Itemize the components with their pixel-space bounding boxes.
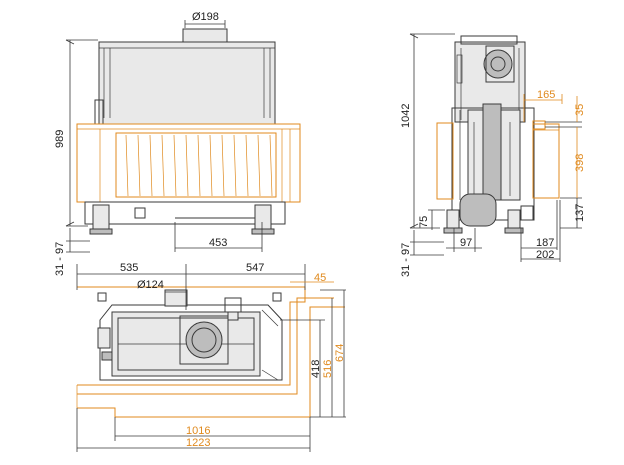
top-dim-1223-label: 1223 — [186, 437, 210, 449]
side-frame-right — [532, 123, 560, 199]
side-dim-97-label: 97 — [460, 237, 472, 249]
side-dim-137-label: 137 — [574, 204, 586, 222]
top-dim-674-label: 674 — [334, 344, 346, 362]
side-dim-75-label: 75 — [418, 216, 430, 228]
front-offset-label: 453 — [209, 237, 227, 249]
side-dim-35-label: 35 — [574, 104, 586, 116]
front-view: Ø198 — [54, 11, 301, 276]
top-dim-535-label: 535 — [120, 262, 138, 274]
side-dim-187-label: 187 — [536, 237, 554, 249]
flue-circle-icon — [185, 321, 223, 359]
top-dim-547-label: 547 — [246, 262, 264, 274]
front-leg-left — [92, 204, 110, 230]
top-flue-diameter-label: Ø124 — [137, 279, 164, 291]
side-frame-left — [436, 122, 454, 200]
flue-collar — [182, 28, 228, 44]
front-frame — [76, 123, 301, 203]
side-view: 1042 75 31 - 97 97 187 202 165 — [400, 33, 586, 277]
front-height-label: 989 — [54, 130, 66, 148]
top-dim-1016-label: 1016 — [186, 425, 210, 437]
top-dim-516-label: 516 — [322, 360, 334, 378]
top-dim-418-label: 418 — [310, 360, 322, 378]
side-dim-202-label: 202 — [536, 249, 554, 261]
front-leg-range-label: 31 - 97 — [54, 242, 66, 276]
top-flue-box — [179, 315, 229, 365]
ash-drawer — [459, 193, 497, 227]
top-flue-collar — [164, 289, 188, 307]
door-glass — [115, 132, 277, 198]
top-dim-45-label: 45 — [314, 272, 326, 284]
front-flue-diameter-label: Ø198 — [192, 11, 219, 23]
top-view: 535 547 45 Ø124 418 516 674 1016 1223 — [76, 262, 346, 452]
fan-icon — [483, 49, 513, 79]
side-dim-398-label: 398 — [574, 154, 586, 172]
front-leg-right — [254, 204, 272, 230]
upper-body — [98, 41, 276, 125]
door-ribs — [125, 134, 273, 197]
side-leg-range-label: 31 - 97 — [400, 243, 412, 277]
side-dim-165-label: 165 — [537, 89, 555, 101]
side-height-label: 1042 — [400, 104, 412, 128]
